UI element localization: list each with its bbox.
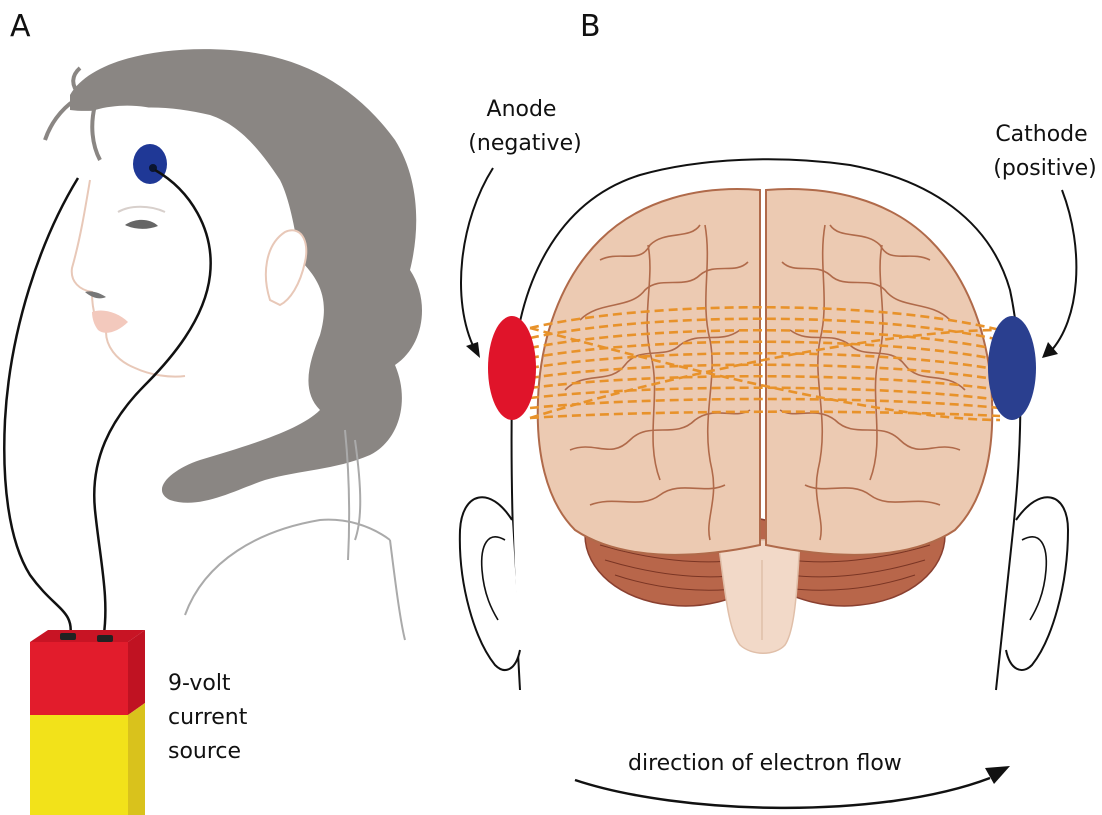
ear <box>266 230 306 305</box>
forehead-electrode <box>133 144 167 184</box>
battery-label: 9-volt current source <box>168 671 254 764</box>
panel-b: B <box>460 9 1097 808</box>
cathode-label: Cathode (positive) <box>993 122 1096 181</box>
battery-top-face <box>30 630 145 642</box>
arrow-icon <box>1050 190 1076 352</box>
flow-label: direction of electron flow <box>628 751 902 776</box>
panel-a-letter: A <box>10 9 31 44</box>
anode-electrode <box>488 316 536 420</box>
arrow-icon <box>461 168 493 350</box>
shoulder-line <box>185 520 405 640</box>
wire-icon <box>4 178 78 638</box>
flow-arrow-icon <box>575 778 990 808</box>
right-ear <box>1006 497 1068 670</box>
panel-b-letter: B <box>580 9 601 44</box>
anode-label: Anode (negative) <box>468 97 581 156</box>
panel-a: A <box>4 9 422 815</box>
battery-terminal <box>97 635 113 642</box>
battery-terminal <box>60 633 76 640</box>
flow-arrow-icon <box>985 766 1010 784</box>
battery-side-bottom <box>128 703 145 815</box>
brain-stem <box>718 540 800 653</box>
battery-front-top <box>30 642 128 715</box>
left-ear <box>460 497 520 670</box>
battery-side-top <box>128 630 145 715</box>
battery <box>30 630 145 815</box>
arrow-icon <box>466 342 480 358</box>
cathode-electrode <box>988 316 1036 420</box>
battery-front-bottom <box>30 715 128 815</box>
